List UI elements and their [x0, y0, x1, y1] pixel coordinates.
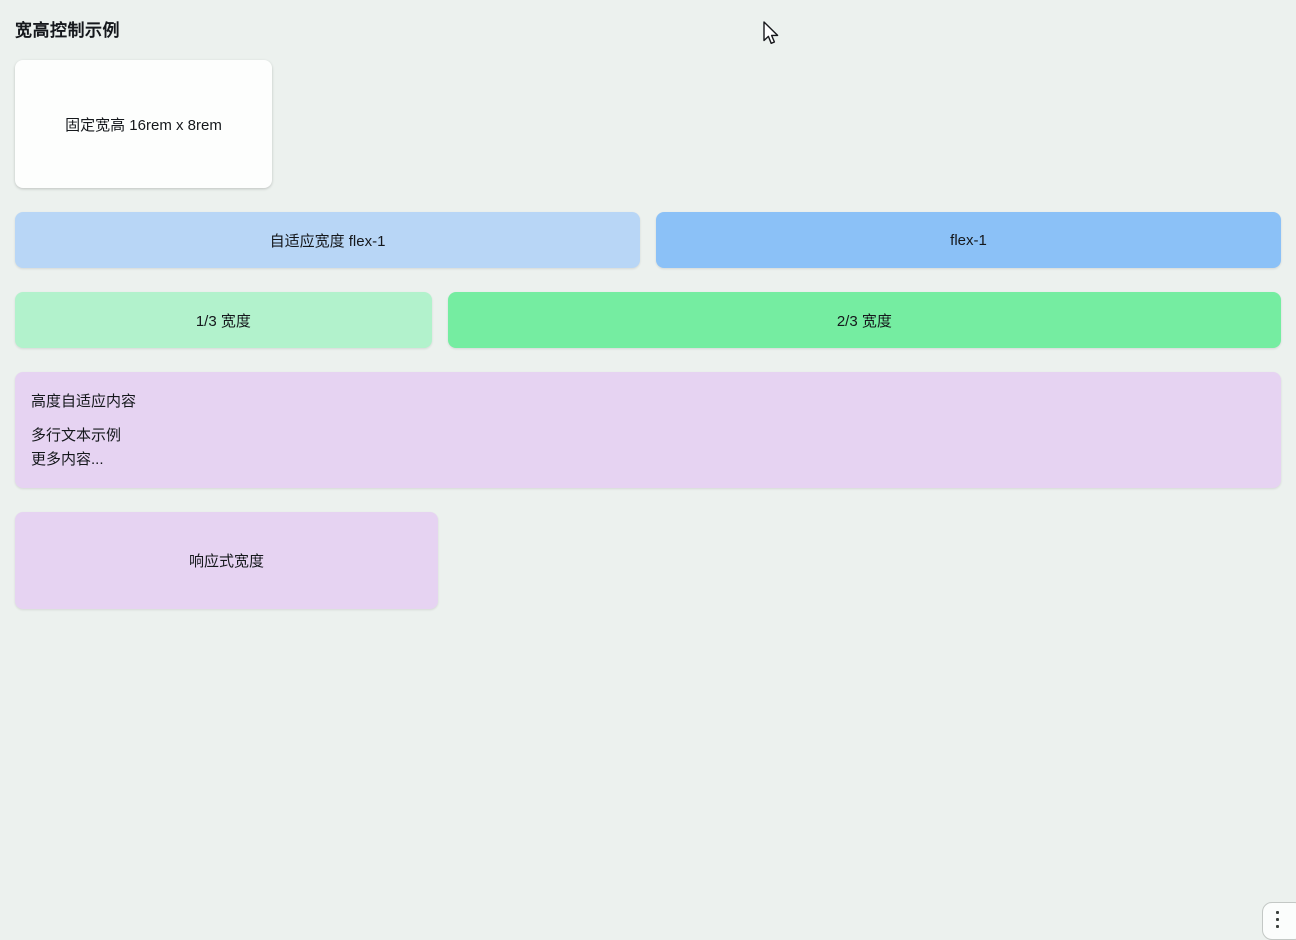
fixed-size-card-label: 固定宽高 16rem x 8rem — [65, 116, 222, 134]
one-third-box: 1/3 宽度 — [15, 292, 432, 348]
two-thirds-box-label: 2/3 宽度 — [836, 312, 892, 330]
flex-width-row: 自适应宽度 flex-1 flex-1 — [15, 212, 1281, 268]
auto-height-line1: 多行文本示例 — [31, 427, 122, 444]
auto-height-box: 高度自适应内容 多行文本示例 更多内容... — [15, 372, 1281, 488]
responsive-width-box-label: 响应式宽度 — [188, 553, 264, 570]
one-third-box-label: 1/3 宽度 — [195, 312, 251, 330]
auto-height-line2: 更多内容... — [31, 451, 104, 468]
flex-box-plain-label: flex-1 — [950, 231, 987, 249]
vertical-ellipsis-icon — [1276, 911, 1279, 928]
content-stack: 固定宽高 16rem x 8rem 自适应宽度 flex-1 flex-1 1/… — [15, 60, 1281, 609]
demo-page: 宽高控制示例 固定宽高 16rem x 8rem 自适应宽度 flex-1 fl… — [15, 21, 1281, 609]
auto-height-heading: 高度自适应内容 — [31, 393, 137, 410]
flex-box-adaptive: 自适应宽度 flex-1 — [15, 212, 640, 268]
floating-menu-button[interactable] — [1262, 902, 1296, 940]
page-title: 宽高控制示例 — [15, 21, 120, 40]
two-thirds-box: 2/3 宽度 — [447, 292, 1281, 348]
flex-box-plain: flex-1 — [656, 212, 1281, 268]
responsive-width-box: 响应式宽度 — [15, 512, 438, 609]
flex-box-adaptive-label: 自适应宽度 flex-1 — [269, 232, 386, 250]
fractional-width-row: 1/3 宽度 2/3 宽度 — [15, 292, 1281, 348]
fixed-size-card: 固定宽高 16rem x 8rem — [15, 60, 272, 188]
